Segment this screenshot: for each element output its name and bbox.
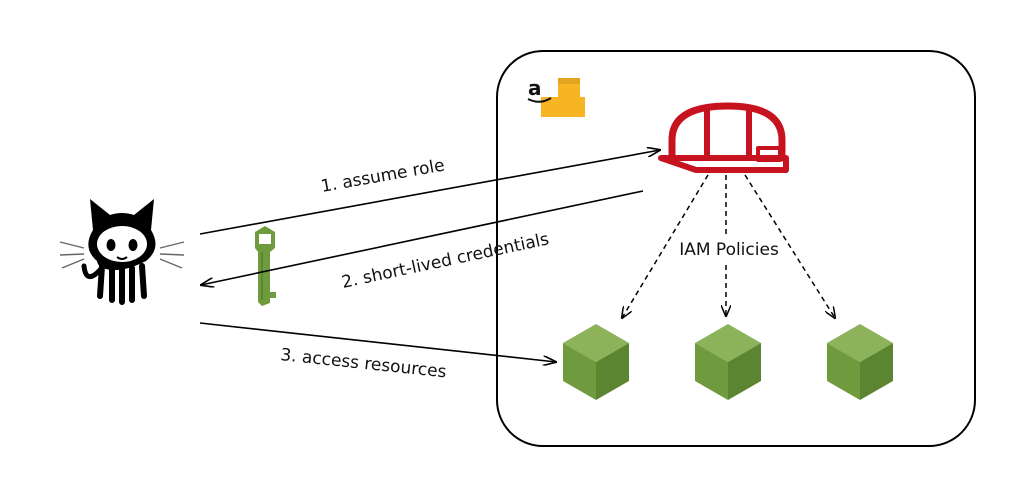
- access-resources-arrow: [199, 322, 556, 362]
- access-resources-label: 3. access resources: [279, 345, 447, 382]
- assume-role-label: 1. assume role: [319, 155, 446, 196]
- iam-policies-label: IAM Policies: [679, 240, 779, 260]
- policy-arrow-right: [744, 174, 835, 318]
- aws-logo-icon: a: [527, 76, 585, 117]
- github-octocat-icon: [59, 199, 185, 305]
- credentials-arrow: [201, 190, 644, 285]
- policy-arrow-left: [622, 174, 709, 318]
- assume-role-arrow: [199, 150, 660, 235]
- svg-text:a: a: [528, 76, 542, 100]
- credentials-key-icon: [255, 226, 276, 306]
- iam-role-hardhat-icon: [658, 102, 789, 173]
